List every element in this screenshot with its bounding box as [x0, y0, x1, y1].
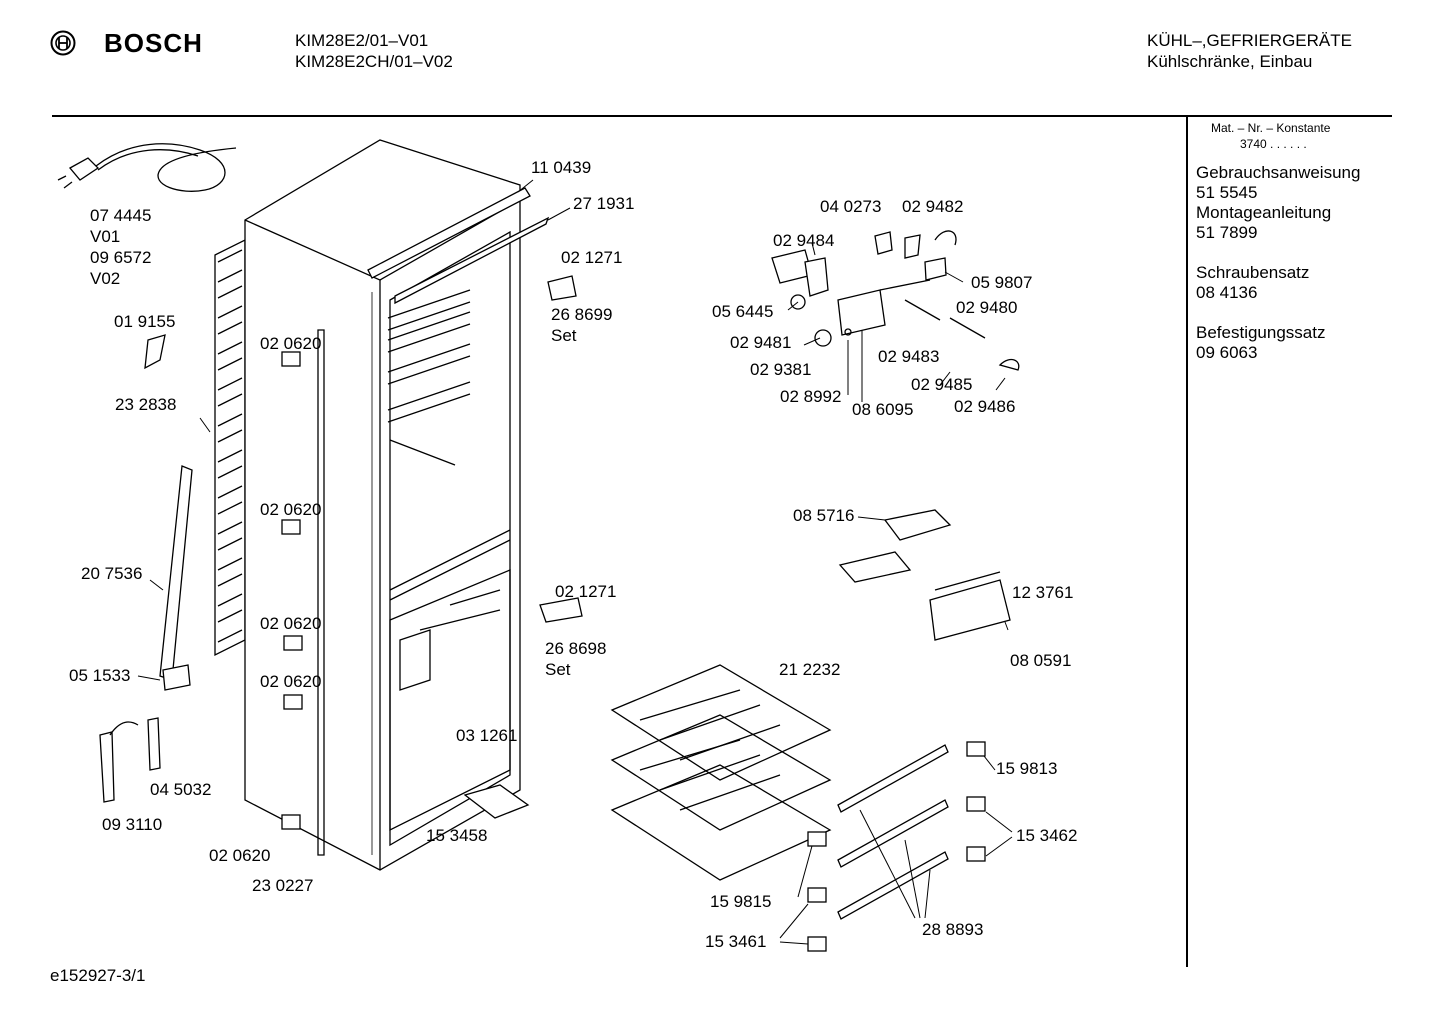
part-label: 04 5032: [150, 780, 212, 799]
wire-shelf-icon: [610, 664, 832, 881]
doc-title-2: Montageanleitung: [1196, 203, 1332, 222]
part-label: 02 1271: [561, 248, 623, 267]
cabinet-icon: [244, 139, 550, 871]
part-label: 20 7536: [81, 564, 143, 583]
part-label: 02 0620: [260, 334, 322, 353]
part-label: 02 9381: [750, 360, 812, 379]
hinge-bottom-icon: [539, 597, 583, 623]
door-bar-icon: [317, 329, 325, 856]
part-label: 09 3110: [102, 815, 163, 834]
doc-title-4: Befestigungssatz: [1196, 323, 1326, 342]
part-label: 01 9155: [114, 312, 176, 331]
part-label: V01: [90, 227, 121, 246]
rail-icon: [837, 744, 949, 920]
part-label: 15 9813: [996, 759, 1058, 778]
part-label: 15 3462: [1016, 826, 1078, 845]
part-label: 15 9815: [710, 892, 772, 911]
drip-tray-icon: [463, 784, 530, 819]
part-label: 28 8893: [922, 920, 984, 939]
door-bracket-icon: [281, 351, 303, 830]
part-label: 11 0439: [531, 158, 592, 177]
doc-number-2: 51 7899: [1196, 223, 1258, 242]
leader-lines: [137, 179, 1013, 945]
part-label: 08 5716: [793, 506, 855, 525]
exploded-view-drawing: [57, 139, 1020, 952]
seal-strip-icon: [159, 465, 193, 681]
hinge-top-icon: [547, 275, 577, 301]
part-label: 27 1931: [573, 194, 635, 213]
condenser-icon: [214, 238, 246, 657]
part-label: 26 8698: [545, 639, 607, 658]
part-label: 02 9483: [878, 347, 940, 366]
part-label: 26 8699: [551, 305, 613, 324]
part-label: 02 9485: [911, 375, 973, 394]
part-label: 05 9807: [971, 273, 1033, 292]
part-label: 02 9486: [954, 397, 1016, 416]
drawing-id: e152927-3/1: [50, 966, 146, 985]
doc-number-4: 09 6063: [1196, 343, 1258, 362]
clip-icon: [162, 664, 191, 691]
part-label: 02 0620: [260, 614, 322, 633]
model-number-2: KIM28E2CH/01–V02: [295, 52, 453, 71]
part-label: 02 0620: [209, 846, 271, 865]
sensor-icon: [99, 717, 161, 803]
category-subtitle: Kühlschränke, Einbau: [1147, 52, 1313, 71]
model-number-1: KIM28E2/01–V01: [295, 31, 429, 50]
bosch-logo-icon: [50, 30, 76, 56]
doc-number-3: 08 4136: [1196, 283, 1258, 302]
konstante-label: Mat. – Nr. – Konstante: [1211, 121, 1331, 135]
sidebar-divider: [1186, 117, 1188, 967]
part-label: 23 2838: [115, 395, 177, 414]
part-label: 15 3458: [426, 826, 488, 845]
category-title: KÜHL–,GEFRIERGERÄTE: [1147, 31, 1352, 50]
thermostat-icon: [771, 230, 1020, 371]
part-label: 02 9482: [902, 197, 964, 216]
doc-title-3: Schraubensatz: [1196, 263, 1310, 282]
power-cord-icon: [57, 143, 237, 192]
part-label: 02 8992: [780, 387, 842, 406]
part-label: 21 2232: [779, 660, 841, 679]
part-label: 08 0591: [1010, 651, 1072, 670]
part-label: 07 4445: [90, 206, 152, 225]
part-label: 02 0620: [260, 500, 322, 519]
header-divider: [52, 115, 1392, 117]
doc-title-1: Gebrauchsanweisung: [1196, 163, 1361, 182]
clip-small-icon: [807, 741, 986, 952]
part-label: 02 9481: [730, 333, 792, 352]
part-label: 15 3461: [705, 932, 767, 951]
part-label: Set: [545, 660, 571, 679]
part-label: 12 3761: [1012, 583, 1074, 602]
part-label: 04 0273: [820, 197, 882, 216]
doc-number-1: 51 5545: [1196, 183, 1258, 202]
part-label: 08 6095: [852, 400, 914, 419]
part-label: 02 0620: [260, 672, 322, 691]
part-label: 02 9480: [956, 298, 1018, 317]
part-label: 09 6572: [90, 248, 152, 267]
part-label: 03 1261: [456, 726, 518, 745]
part-label: V02: [90, 269, 121, 288]
part-label: 05 1533: [69, 666, 131, 685]
part-label: 23 0227: [252, 876, 314, 895]
part-label: 02 9484: [773, 231, 835, 250]
brand-name: BOSCH: [104, 28, 203, 58]
part-label: 02 1271: [555, 582, 617, 601]
part-label: Set: [551, 326, 577, 345]
hinge-icon: [144, 334, 166, 370]
part-label: 05 6445: [712, 302, 774, 321]
konstante-value: 3740 . . . . . .: [1240, 137, 1307, 151]
ice-tray-icon: [838, 509, 1011, 641]
